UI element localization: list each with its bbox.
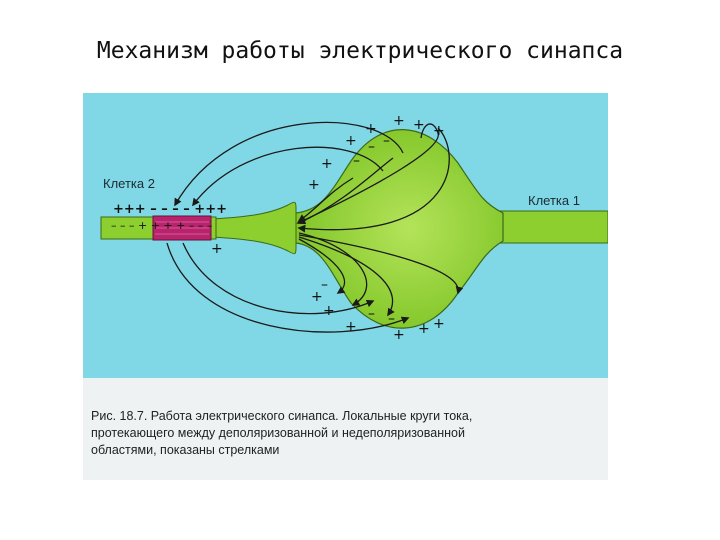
charge-minus: –	[368, 306, 375, 322]
current-loop	[298, 234, 464, 295]
current-loop	[182, 242, 375, 315]
current-loop	[166, 242, 410, 333]
charge-plus: +	[323, 303, 335, 319]
charge-plus: +	[433, 123, 445, 139]
slide-title: Механизм работы электрического синапса	[96, 38, 624, 64]
current-loop	[297, 127, 450, 233]
current-loop	[297, 157, 394, 224]
current-loop	[296, 123, 439, 224]
charge-plus: +	[321, 156, 333, 172]
charge-minus: –	[321, 277, 328, 293]
cell1-label: Клетка 1	[528, 193, 580, 208]
bulb-charges: + + + + + + + – – – + + + + + + – – – +	[211, 113, 445, 343]
cell2-top-charges: +++ – – – – +++	[113, 202, 227, 217]
charge-plus: +	[211, 241, 223, 257]
charge-plus: +	[345, 133, 357, 149]
caption-line-3: областями, показаны стрелками	[91, 443, 280, 457]
synapse-figure: + + + + + + + – – – + + + + + + – – – + …	[83, 93, 608, 480]
cell2-label: Клетка 2	[103, 176, 155, 191]
charge-plus: +	[311, 289, 323, 305]
current-loops-lower	[166, 232, 464, 333]
synapse-diagram: + + + + + + + – – – + + + + + + – – – + …	[83, 93, 608, 480]
charge-plus: +	[345, 319, 357, 335]
charge-minus: –	[368, 139, 375, 155]
charge-minus: –	[383, 133, 390, 149]
charge-plus: +	[365, 121, 377, 137]
current-loops-upper	[174, 121, 450, 233]
current-loop	[174, 121, 404, 207]
current-loop	[192, 146, 384, 207]
charge-minus: –	[388, 311, 395, 327]
charge-plus: +	[393, 113, 405, 129]
cell1-neck	[212, 201, 297, 255]
cell2-bottom-charges: – – – + + + + – – –	[111, 219, 212, 232]
charge-plus: +	[413, 117, 425, 133]
charge-plus: +	[433, 316, 445, 332]
caption-line-2: протекающего между деполяризованной и не…	[91, 426, 465, 440]
charge-plus: +	[308, 177, 320, 193]
current-loop	[298, 238, 346, 294]
current-loop	[297, 177, 354, 222]
caption-background	[83, 378, 608, 480]
caption-line-1: Рис. 18.7. Работа электрического синапса…	[91, 409, 473, 423]
current-loop	[298, 236, 395, 317]
charge-plus: +	[393, 327, 405, 343]
depolarized-zone-hatching	[155, 221, 209, 235]
charge-plus: +	[418, 321, 430, 337]
figure-caption: Рис. 18.7. Работа электрического синапса…	[91, 408, 603, 459]
charge-minus: –	[353, 153, 360, 169]
